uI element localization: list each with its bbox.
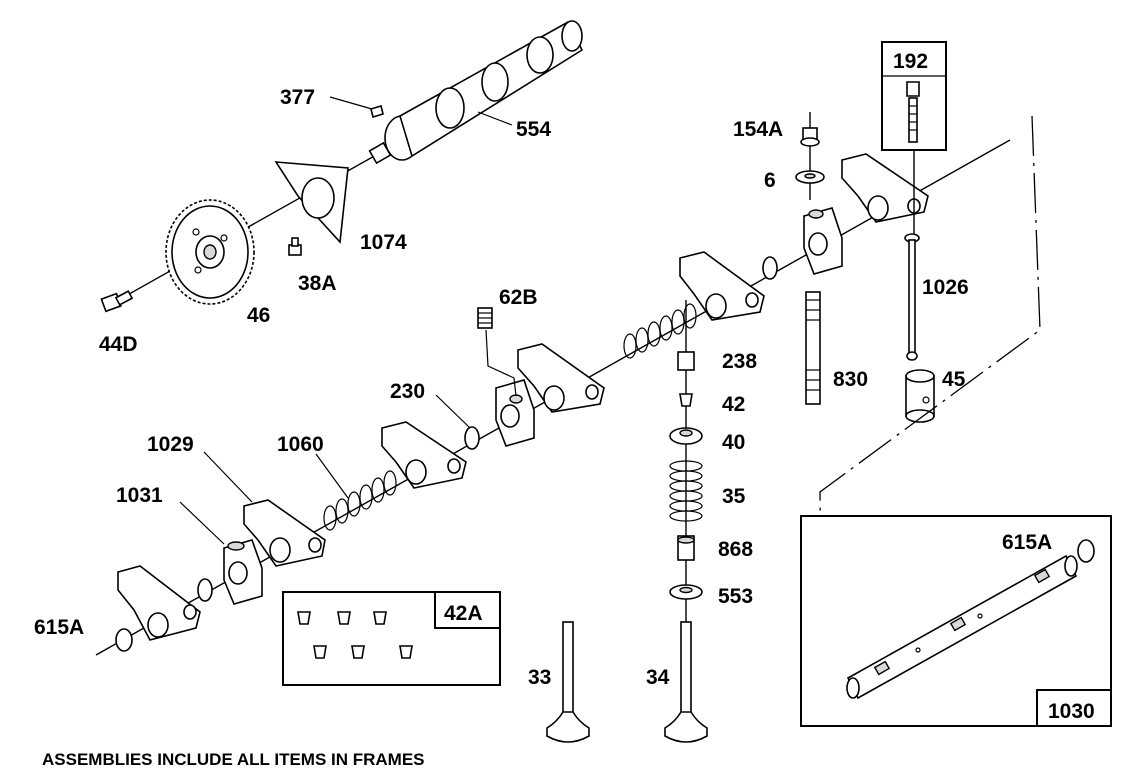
nut-154A [800,127,820,147]
valve-33 [546,621,590,743]
frame-42A [282,591,501,686]
valve-key-42 [679,393,693,407]
label-377: 377 [280,86,315,109]
washer-230 [464,426,480,450]
rocker-arm-3 [381,421,467,489]
label-868: 868 [718,538,753,561]
camshaft-group [100,20,584,313]
label-38A: 38A [298,272,337,295]
washer-1 [197,578,213,602]
label-554: 554 [516,118,551,141]
retaining-ring-right [1077,539,1095,563]
label-154A: 154A [733,118,783,141]
washer-upper [762,256,778,280]
valve-cap-238 [677,351,695,371]
label-1029: 1029 [147,433,194,456]
plate-screw [288,237,302,256]
label-1026: 1026 [922,276,969,299]
label-230: 230 [390,380,425,403]
camshaft [368,20,584,165]
valve-spring-35 [669,460,703,522]
label-192: 192 [893,50,928,73]
label-553: 553 [718,585,753,608]
spring-upper [623,303,697,359]
push-rod-1026 [904,150,920,361]
valve-stack [546,300,708,743]
label-62B: 62B [499,286,538,309]
rocker-shaft-1030 [846,554,1078,700]
spring-1060 [323,470,397,531]
label-830: 830 [833,368,868,391]
label-1031: 1031 [116,484,163,507]
cam-gear [165,199,255,305]
rocker-arm-4 [517,343,605,413]
rocker-screw [908,97,918,143]
label-1030: 1030 [1048,700,1095,723]
rocker-stand-1031 [223,539,263,605]
label-42: 42 [722,393,745,416]
label-45: 45 [942,368,966,391]
upper-right-parts [795,41,947,423]
valve-34 [664,621,708,743]
label-1060: 1060 [277,433,324,456]
rocker-arm-1029 [243,499,326,567]
retaining-ring-left [115,628,133,652]
rocker-arm-1 [117,565,201,641]
tappet-45 [905,369,935,423]
label-40: 40 [722,431,745,454]
rocker-arm-6 [841,153,929,223]
frame-192 [881,41,947,151]
label-35: 35 [722,485,746,508]
rocker-stand-upper [803,207,843,275]
rocker-screw-nut [906,81,920,97]
stud-830 [805,291,821,405]
label-615A-left: 615A [34,616,84,639]
rocker-stand-center [495,379,535,447]
rocker-arm-5 [679,251,765,321]
label-6: 6 [764,169,776,192]
label-46: 46 [247,304,270,327]
label-44D: 44D [99,333,138,356]
label-42A: 42A [444,602,483,625]
set-screw-62B [477,307,493,329]
footer-note: ASSEMBLIES INCLUDE ALL ITEMS IN FRAMES [42,750,425,769]
label-1074: 1074 [360,231,407,254]
frame-1030 [800,515,1112,727]
gear-bolt [100,290,134,313]
label-34: 34 [646,666,670,689]
label-238: 238 [722,350,757,373]
label-615A-right: 615A [1002,531,1052,554]
label-33: 33 [528,666,551,689]
rocker-shaft-group [95,139,1011,656]
cam-key [370,104,384,119]
